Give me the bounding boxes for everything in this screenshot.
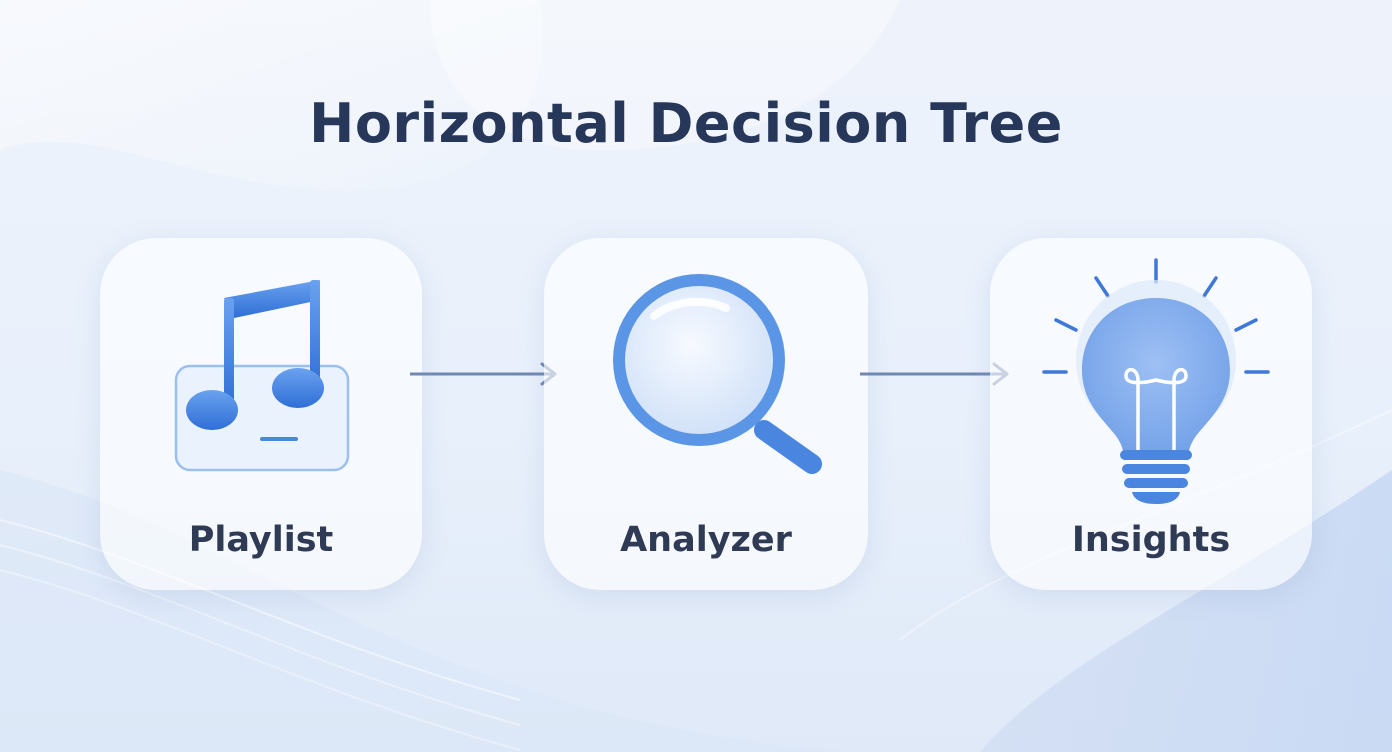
node-playlist-label: Playlist: [188, 520, 334, 560]
node-analyzer: Analyzer: [544, 238, 868, 590]
node-insights: Insights: [990, 238, 1312, 590]
node-playlist: Playlist: [100, 238, 422, 590]
diagram-title: Horizontal Decision Tree: [309, 92, 1063, 155]
magnifying-glass-icon: [613, 274, 822, 474]
music-note-icon: [174, 280, 350, 472]
light-bulb-icon: [1042, 258, 1270, 504]
node-analyzer-label: Analyzer: [620, 520, 792, 560]
node-insights-label: Insights: [1071, 520, 1231, 560]
arrow-playlist-to-analyzer: [410, 362, 557, 386]
